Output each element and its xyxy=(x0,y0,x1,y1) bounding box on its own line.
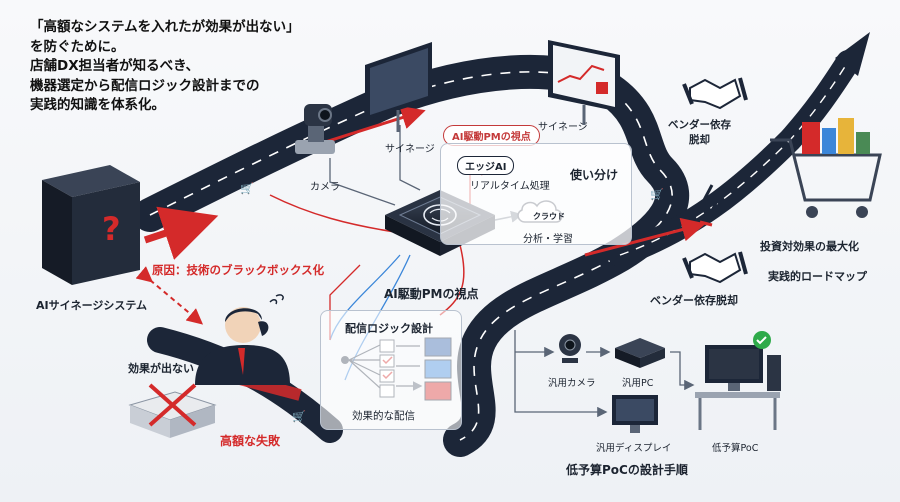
dashed-link xyxy=(135,266,204,325)
camera-label: カメラ xyxy=(310,182,340,193)
vendor-bottom-label: ベンダー依存脱却 xyxy=(650,294,738,307)
gen-display-label: 汎用ディスプレイ xyxy=(596,443,672,454)
money-stack-icon xyxy=(128,383,217,438)
flow-arrow xyxy=(584,217,706,257)
edge-ai-badge: エッジAI xyxy=(457,156,515,175)
signage-label: サイネージ xyxy=(538,122,588,133)
signage-label: サイネージ xyxy=(385,144,435,155)
mini-pc-icon xyxy=(615,338,665,368)
check-badge-icon xyxy=(753,331,771,349)
signage-screen-icon xyxy=(365,42,432,132)
roadmap-label: 実践的ロードマップ xyxy=(768,270,867,283)
logic-design-label: 配信ロジック設計 xyxy=(345,322,433,335)
analysis-label: 分析・学習 xyxy=(523,234,573,245)
webcam-icon xyxy=(559,334,581,363)
handshake-top-icon xyxy=(682,77,748,110)
growth-arrow-head xyxy=(835,32,870,76)
ai-system-label: AIサイネージシステム xyxy=(36,299,148,312)
cart-glyph: 🛒 xyxy=(240,182,254,195)
poc-steps-label: 低予算PoCの設計手順 xyxy=(566,463,688,477)
cause-arrow xyxy=(143,206,219,260)
cause-label: 原因：技術のブラックボックス化 xyxy=(152,263,325,277)
logic-design-panel xyxy=(320,310,462,430)
gen-pc-label: 汎用PC xyxy=(622,378,654,389)
connector xyxy=(399,125,421,191)
cloud-label: クラウド xyxy=(533,212,565,221)
intro-text: 「高額なシステムを入れたが効果が出ない」 を防ぐために。 店舗DX担当者が知るべ… xyxy=(30,18,300,116)
connector xyxy=(439,244,465,316)
cart-glyph: 🛒 xyxy=(650,188,664,201)
use-split-label: 使い分け xyxy=(570,168,619,182)
no-effect-label: 効果が出ない xyxy=(128,362,194,375)
connector xyxy=(329,158,396,206)
server-rack-icon: ? xyxy=(42,165,140,285)
realtime-label: リアルタイム処理 xyxy=(470,181,550,192)
gen-camera-label: 汎用カメラ xyxy=(548,378,596,389)
poc-connector xyxy=(514,330,608,418)
camera-icon xyxy=(295,104,335,154)
poc-workstation-icon xyxy=(695,345,781,430)
intro-line: 実践的知識を体系化。 xyxy=(30,97,165,113)
intro-line: を防ぐために。 xyxy=(30,38,125,55)
break-mark xyxy=(699,220,713,227)
intro-line: 「高額なシステムを入れたが効果が出ない」 xyxy=(30,19,300,35)
roi-label: 投資対効果の最大化 xyxy=(760,240,859,253)
costly-failure-label: 高額な失敗 xyxy=(220,434,281,448)
effective-delivery-label: 効果的な配信 xyxy=(352,410,415,422)
intro-line: 店舗DX担当者が知るべき、 xyxy=(30,58,200,74)
low-budget-poc-label: 低予算PoC xyxy=(712,443,759,454)
pm-view-label: AI駆動PMの視点 xyxy=(384,287,479,301)
poc-connector xyxy=(670,351,695,391)
shopping-cart-icon xyxy=(770,118,882,218)
handshake-bottom-icon xyxy=(682,251,748,284)
analytics-display-icon xyxy=(548,40,620,125)
vendor-top-label: ベンダー依存 脱却 xyxy=(668,119,731,146)
intro-line: 機器選定から配信ロジック設計までの xyxy=(30,77,260,94)
cart-glyph: 🛒 xyxy=(292,410,306,423)
connector xyxy=(269,194,396,233)
stressed-person-icon xyxy=(195,294,290,385)
generic-display-icon xyxy=(612,395,658,433)
svg-text:?: ? xyxy=(102,210,121,248)
break-bolt-icon xyxy=(701,184,719,223)
